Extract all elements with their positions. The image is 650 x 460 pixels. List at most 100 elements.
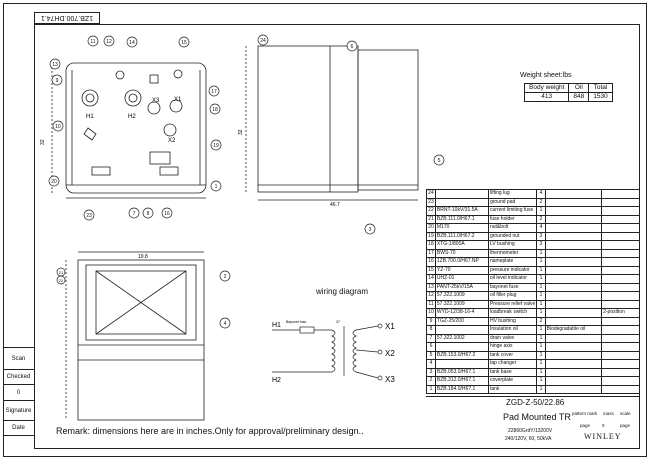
bom-cell-rem	[601, 248, 640, 258]
bom-cell-q: 2	[536, 214, 546, 224]
drawing-frame	[34, 24, 640, 449]
balloon-19: 19	[213, 143, 219, 149]
bom-cell-rem	[601, 265, 640, 275]
balloon-1: 1	[215, 184, 218, 190]
bom-cell-code: YZ-70	[434, 265, 489, 275]
wiring-x3: X3	[385, 375, 395, 384]
bom-cell-desc: hinge axis	[487, 342, 538, 352]
wiring-37: 37	[336, 320, 340, 324]
balloon-12: 12	[106, 39, 112, 45]
bom-cell-n: 15	[426, 265, 436, 275]
bom-cell-code: BZB.111.0/H67.1	[434, 214, 489, 224]
weight-value: 413	[523, 92, 570, 102]
bom-cell-rem	[601, 231, 640, 241]
bom-cell-code: BRNT-10kV/31.5A	[434, 206, 489, 216]
bom-cell-rem	[601, 223, 640, 233]
balloon-15: 15	[181, 40, 187, 46]
bom-cell-q: 1	[536, 308, 546, 318]
bom-cell-q: 1	[536, 342, 546, 352]
bom-cell-mat	[544, 299, 603, 309]
plan-width-dim: 19.8	[138, 254, 148, 260]
rating-voltage: 22860GrdY/13200V	[508, 428, 553, 434]
bom-cell-mat	[544, 350, 603, 360]
bom-cell-mat	[544, 367, 603, 377]
bom-cell-rem	[601, 189, 640, 199]
bom-cell-mat	[544, 342, 603, 352]
bom-cell-desc: nut&bolt	[487, 223, 538, 233]
wiring-x2: X2	[385, 349, 395, 358]
bom-cell-mat	[544, 333, 603, 343]
bom-cell-q: 1	[536, 350, 546, 360]
bom-cell-desc: coverplate	[487, 376, 538, 386]
bom-cell-n: 14	[426, 274, 436, 284]
bom-cell-mat	[544, 291, 603, 301]
bom-cell-code: TGZ-25/200	[434, 316, 489, 326]
weight-table: Body weight Oil Total 413 848 1530	[523, 83, 613, 102]
bom-cell-rem	[601, 316, 640, 326]
x3-label: X3	[152, 98, 160, 104]
bom-cell-code	[434, 325, 489, 335]
side-signature: Signature	[3, 400, 34, 420]
bom-cell-q: 2	[536, 197, 546, 207]
bom-cell-desc: drain valve	[487, 333, 538, 343]
balloon-labels: 11 12 14 15 13 9 17 18 10 19 20 1 23 7 8…	[51, 38, 440, 327]
bom-cell-code: XTG-1/800A	[434, 240, 489, 250]
bom-cell-mat: Biodegradable oil	[544, 325, 603, 335]
bom-cell-desc: lifting lug	[487, 189, 538, 199]
bom-cell-desc: fuse holder	[487, 214, 538, 224]
bom-cell-rem	[601, 350, 640, 360]
bom-cell-n: 1	[426, 384, 436, 394]
bom-cell-mat	[544, 282, 603, 292]
balloon-17: 17	[211, 89, 217, 95]
model-number: ZGD-Z-50/22.86	[506, 398, 565, 407]
bom-cell-n: 16	[426, 257, 436, 267]
bom-cell-mat	[544, 214, 603, 224]
bom-cell-q: 1	[536, 206, 546, 216]
bom-cell-q: 4	[536, 189, 546, 199]
balloon-11: 11	[90, 39, 95, 45]
bom-cell-rem	[601, 240, 640, 250]
bom-cell-q: 1	[536, 282, 546, 292]
balloon-7: 7	[133, 211, 136, 217]
bom-cell-n: 12	[426, 291, 436, 301]
title-block	[426, 396, 640, 449]
bom-cell-n: 4	[426, 359, 436, 369]
bom-cell-desc: tank base	[487, 367, 538, 377]
bom-cell-desc: pressure indicator	[487, 265, 538, 275]
bom-cell-q: 1	[536, 367, 546, 377]
balloon-14: 14	[129, 40, 135, 46]
bom-cell-desc: tap changer	[487, 359, 538, 369]
bom-cell-code: BZB.111.0/H67.2	[434, 231, 489, 241]
bom-cell-code: 57.322.1002	[434, 333, 489, 343]
front-view	[51, 62, 207, 199]
balloon-3: 3	[369, 227, 372, 233]
wiring-diagram	[272, 323, 383, 381]
bom-cell-rem	[601, 214, 640, 224]
bom-cell-n: 19	[426, 231, 436, 241]
side-view	[245, 45, 419, 201]
bom-cell-code: BZB.184.0/H67.1	[434, 384, 489, 394]
bom-cell-code: BZB.312.0/H67.1	[434, 376, 489, 386]
bom-cell-q: 1	[536, 274, 546, 284]
bom-cell-code: 1ZB.700.0/H67.NP	[434, 257, 489, 267]
bom-cell-code: UHZ-01	[434, 274, 489, 284]
bom-cell-desc: ground pad	[487, 197, 538, 207]
bom-cell-rem	[601, 291, 640, 301]
weight-value: 1530	[588, 92, 613, 102]
bom-cell-code: BZB.153.0/H67.2	[434, 350, 489, 360]
bom-cell-q: 1	[536, 265, 546, 275]
bom-cell-rem	[601, 274, 640, 284]
bom-cell-n: 11	[426, 299, 436, 309]
bom-cell-desc: grounded nut	[487, 231, 538, 241]
